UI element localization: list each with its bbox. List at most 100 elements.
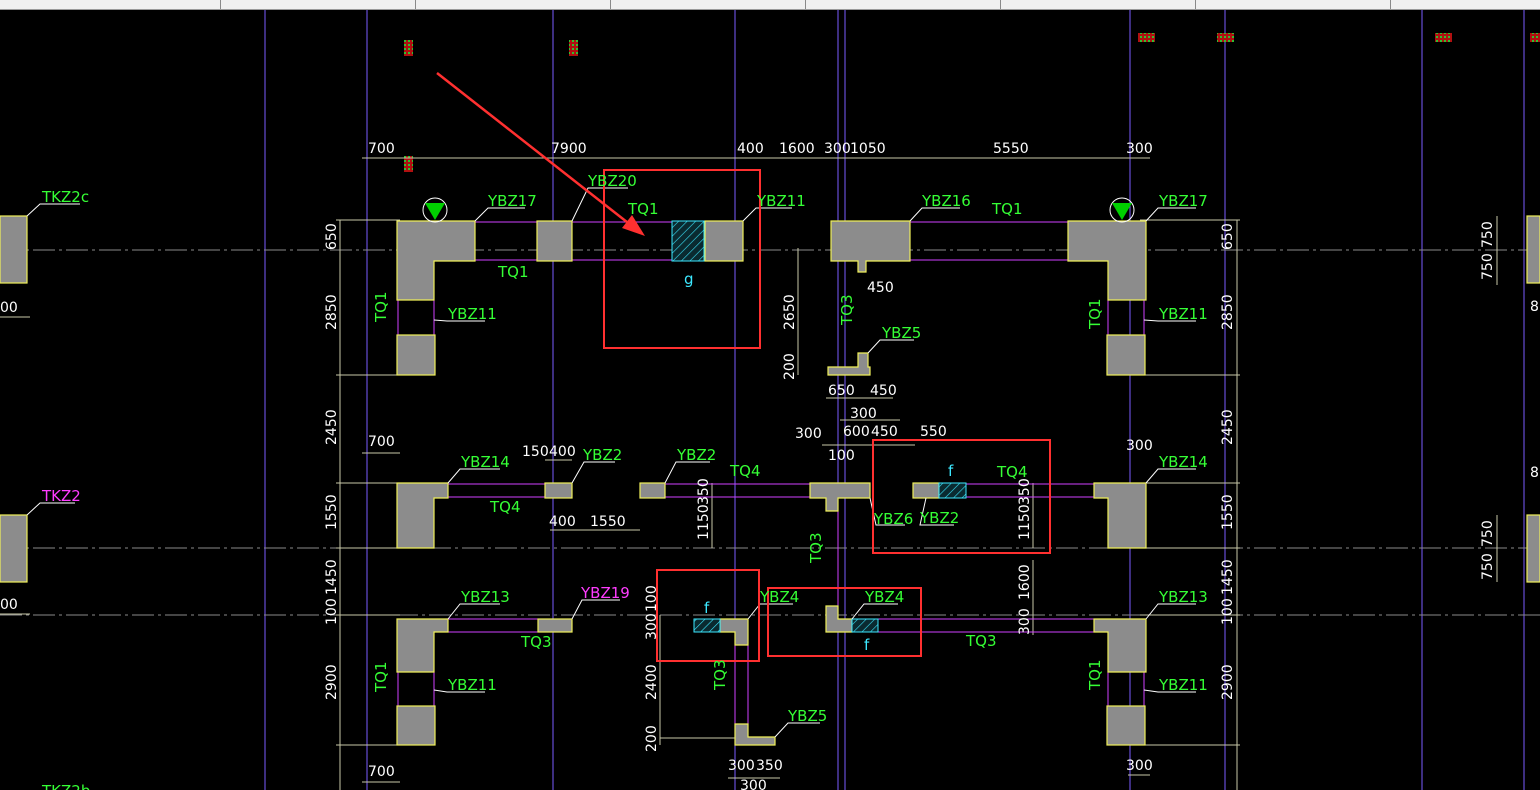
dim-750a: 750: [1480, 221, 1496, 248]
dim-left-2450: 2450: [324, 409, 340, 445]
toolbar-cell[interactable]: [220, 0, 416, 9]
walls: [397, 221, 1145, 724]
toolbar-strip: [0, 0, 1540, 10]
dim-650: 650: [828, 383, 855, 399]
dim-350c: 350: [756, 758, 783, 774]
dim-top-300b: 300: [1126, 141, 1153, 157]
label-ybz2-c: YBZ2: [919, 509, 959, 527]
dim-left-1550: 1550: [324, 494, 340, 530]
dim-left-2850: 2850: [324, 294, 340, 330]
dim-top-5550: 5550: [993, 141, 1029, 157]
hatch-g: [671, 220, 705, 262]
toolbar-cell[interactable]: [415, 0, 611, 9]
toolbar-cell[interactable]: [610, 0, 806, 9]
columns: [0, 215, 1540, 746]
label-ybz11-r1: YBZ11: [1158, 305, 1208, 323]
dim-350b: 350: [1017, 478, 1033, 505]
column-ybz11-l2: [396, 705, 436, 746]
dim-400a: 400: [549, 444, 576, 460]
highlight-box-f3: [767, 587, 922, 657]
column-right-1: [1526, 215, 1540, 284]
dim-2650: 2650: [782, 294, 798, 330]
hatch-f1: [938, 482, 967, 499]
dim-450c: 450: [871, 424, 898, 440]
dim-400b: 400: [549, 514, 576, 530]
dim-700b: 700: [368, 434, 395, 450]
marker-right[interactable]: [1109, 197, 1135, 223]
dim-300h: 300: [1126, 758, 1153, 774]
dim-top-7900: 7900: [551, 141, 587, 157]
dim-top-700: 700: [368, 141, 395, 157]
dim-300c: 300: [1126, 438, 1153, 454]
label-tkz2: TKZ2: [41, 487, 81, 505]
label-f2: f: [704, 599, 710, 617]
column-ybz17-left: [396, 220, 476, 301]
dim-1150b: 1150: [1017, 504, 1033, 540]
column-ybz19: [537, 618, 573, 633]
label-ybz14-left: YBZ14: [460, 453, 510, 471]
dim-right-2900: 2900: [1220, 664, 1236, 700]
column-ybz20: [536, 220, 573, 262]
vertical-axes: [264, 10, 1525, 790]
column-ybz2-c: [912, 482, 940, 499]
dim-top-1600: 1600: [779, 141, 815, 157]
column-ybz2-b: [639, 482, 666, 499]
toolbar-cell[interactable]: [0, 0, 221, 9]
column-ybz2-a: [544, 482, 573, 499]
toolbar-cell[interactable]: [1000, 0, 1196, 9]
column-ybz17-right: [1067, 220, 1147, 301]
label-f3: f: [864, 636, 870, 654]
column-ybz11-r1: [1106, 334, 1146, 376]
label-ybz13-left: YBZ13: [460, 588, 510, 606]
label-ybz11-r2: YBZ11: [1158, 676, 1208, 694]
dim-350a: 350: [696, 478, 712, 505]
column-ybz4-b: [825, 605, 853, 633]
top-markers: [404, 33, 1540, 172]
highlight-box-f2: [656, 569, 760, 662]
label-tq1-bot: TQ1: [497, 263, 529, 281]
dim-left-650: 650: [324, 223, 340, 250]
label-ybz5-bot: YBZ5: [787, 707, 827, 725]
label-tq1-vl: TQ1: [372, 291, 390, 323]
dim-1550b: 1550: [590, 514, 626, 530]
toolbar-cell[interactable]: [805, 0, 1001, 9]
label-tq1-vr: TQ1: [1086, 298, 1104, 330]
dim-600: 600: [843, 424, 870, 440]
label-ybz11-l2: YBZ11: [447, 676, 497, 694]
dim-right-1450: 1450: [1220, 559, 1236, 595]
column-ybz11-top: [704, 220, 744, 262]
label-tq3-b: TQ3: [965, 632, 997, 650]
column-ybz14-left: [396, 482, 449, 549]
label-tkz2c: TKZ2c: [41, 188, 89, 206]
label-ybz5-top: YBZ5: [881, 324, 921, 342]
dim-100b: 100: [644, 585, 660, 612]
dim-150: 150: [522, 444, 549, 460]
marker-left[interactable]: [422, 197, 448, 223]
label-ybz11-top: YBZ11: [756, 192, 806, 210]
label-tq1-vl2: TQ1: [372, 661, 390, 693]
dim-300a: 300: [850, 406, 877, 422]
highlight-box-g: [603, 169, 761, 349]
label-ybz4-b: YBZ4: [864, 588, 904, 606]
dim-300d: 300: [1017, 608, 1033, 635]
label-ybz14-right: YBZ14: [1158, 453, 1208, 471]
label-ybz2-b: YBZ2: [676, 446, 716, 464]
dim-right-2850: 2850: [1220, 294, 1236, 330]
dim-edge-8b: 8: [1530, 465, 1539, 481]
dim-450b: 450: [870, 383, 897, 399]
column-ybz5-top: [827, 352, 871, 376]
label-ybz16: YBZ16: [921, 192, 971, 210]
dim-450a: 450: [867, 280, 894, 296]
label-tq4-a: TQ4: [729, 462, 761, 480]
column-ybz16: [830, 220, 911, 273]
label-tq3-mid: TQ3: [838, 294, 856, 326]
dim-edge-00b: 00: [0, 597, 18, 613]
hatch-f2: [693, 618, 721, 633]
dim-100a: 100: [828, 448, 855, 464]
toolbar-cell[interactable]: [1195, 0, 1391, 9]
dim-200b: 200: [644, 725, 660, 752]
label-ybz17-left: YBZ17: [487, 192, 537, 210]
dim-200a: 200: [782, 353, 798, 380]
